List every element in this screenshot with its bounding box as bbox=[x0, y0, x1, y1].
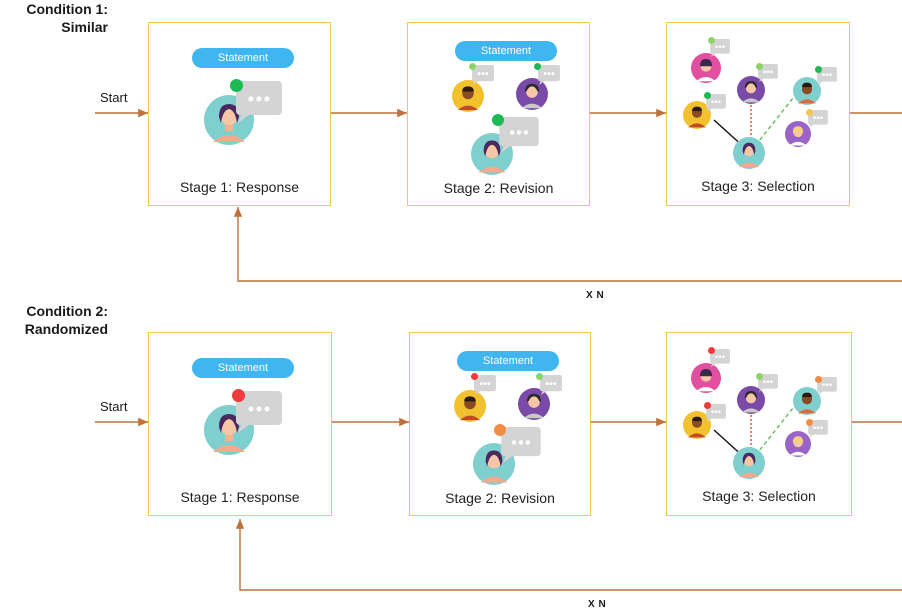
person-avatar-icon bbox=[733, 447, 765, 479]
speech-bubble-icon bbox=[236, 81, 282, 123]
person-avatar-icon bbox=[516, 78, 548, 110]
stage-3-selection-box: Stage 3: Selection bbox=[666, 22, 850, 206]
person-avatar-icon bbox=[683, 101, 711, 129]
start-label: Start bbox=[100, 90, 128, 105]
speech-bubble-icon bbox=[817, 377, 837, 395]
stage-label: Stage 1: Response bbox=[179, 179, 300, 195]
stage-label: Stage 3: Selection bbox=[701, 178, 815, 194]
speech-bubble-icon bbox=[472, 65, 494, 85]
stage-label: Stage 3: Selection bbox=[702, 488, 816, 504]
speech-bubble-icon bbox=[499, 117, 539, 153]
condition-2-title-line1: Condition 2: bbox=[26, 303, 108, 319]
speech-bubble-icon bbox=[808, 110, 828, 128]
similarity-indicator-dot bbox=[471, 373, 478, 380]
speech-bubble-icon bbox=[538, 65, 560, 85]
stage-2-revision-box: Statement Stage 2: Revision bbox=[409, 332, 591, 516]
person-avatar-icon bbox=[691, 363, 721, 393]
similarity-indicator-dot bbox=[806, 419, 813, 426]
statement-pill: Statement bbox=[192, 48, 294, 68]
speech-bubble-icon bbox=[758, 64, 778, 82]
similarity-indicator-dot bbox=[708, 347, 715, 354]
speech-bubble-icon bbox=[706, 404, 726, 422]
similarity-indicator-dot bbox=[494, 424, 506, 436]
statement-pill: Statement bbox=[457, 351, 559, 371]
similarity-indicator-dot bbox=[815, 376, 822, 383]
loop-back-arrow bbox=[233, 207, 902, 282]
person-avatar-icon bbox=[737, 386, 765, 414]
stage-3-selection-box: Stage 3: Selection bbox=[666, 332, 852, 516]
speech-bubble-icon bbox=[710, 349, 730, 367]
person-avatar-icon bbox=[452, 80, 484, 112]
statement-pill: Statement bbox=[192, 358, 294, 378]
speech-bubble-icon bbox=[808, 420, 828, 438]
person-avatar-icon bbox=[785, 431, 811, 457]
similarity-indicator-dot bbox=[756, 63, 763, 70]
condition-2-title-line2: Randomized bbox=[24, 321, 108, 337]
stage-label: Stage 1: Response bbox=[180, 489, 300, 505]
speech-bubble-icon bbox=[501, 427, 541, 463]
similarity-indicator-dot bbox=[756, 373, 763, 380]
speech-bubble-icon bbox=[758, 374, 778, 392]
similarity-indicator-dot bbox=[536, 373, 543, 380]
repeat-label: X N bbox=[588, 599, 607, 610]
loop-back-arrow bbox=[235, 519, 902, 591]
stage-label: Stage 2: Revision bbox=[443, 180, 554, 196]
person-avatar-icon bbox=[785, 121, 811, 147]
start-label: Start bbox=[100, 399, 128, 414]
condition-1-title-line1: Condition 1: bbox=[26, 1, 108, 17]
similarity-indicator-dot bbox=[708, 37, 715, 44]
person-avatar-icon bbox=[691, 53, 721, 83]
person-avatar-icon bbox=[518, 388, 550, 420]
person-avatar-icon bbox=[733, 137, 765, 169]
stage-2-revision-box: Statement Stage 2: Revision bbox=[407, 22, 590, 206]
condition-2-title: Condition 2: Randomized bbox=[0, 302, 108, 338]
repeat-label: X N bbox=[586, 290, 605, 301]
condition-1-title-line2: Similar bbox=[61, 19, 108, 35]
similarity-indicator-dot bbox=[230, 79, 243, 92]
speech-bubble-icon bbox=[540, 375, 562, 395]
similarity-indicator-dot bbox=[815, 66, 822, 73]
similarity-indicator-dot bbox=[469, 63, 476, 70]
similarity-indicator-dot bbox=[492, 114, 504, 126]
similarity-indicator-dot bbox=[704, 402, 711, 409]
person-avatar-icon bbox=[793, 77, 821, 105]
stage-1-response-box: Statement Stage 1: Response bbox=[148, 332, 332, 516]
speech-bubble-icon bbox=[474, 375, 496, 395]
person-avatar-icon bbox=[737, 76, 765, 104]
speech-bubble-icon bbox=[817, 67, 837, 85]
person-avatar-icon bbox=[793, 387, 821, 415]
statement-pill: Statement bbox=[455, 41, 557, 61]
similarity-indicator-dot bbox=[232, 389, 245, 402]
person-avatar-icon bbox=[454, 390, 486, 422]
speech-bubble-icon bbox=[236, 391, 282, 433]
stage-1-response-box: Statement Stage 1: Response bbox=[148, 22, 331, 206]
condition-1-title: Condition 1: Similar bbox=[0, 0, 108, 36]
speech-bubble-icon bbox=[710, 39, 730, 57]
speech-bubble-icon bbox=[706, 94, 726, 112]
similarity-indicator-dot bbox=[704, 92, 711, 99]
similarity-indicator-dot bbox=[534, 63, 541, 70]
similarity-indicator-dot bbox=[806, 109, 813, 116]
stage-label: Stage 2: Revision bbox=[445, 490, 555, 506]
person-avatar-icon bbox=[683, 411, 711, 439]
